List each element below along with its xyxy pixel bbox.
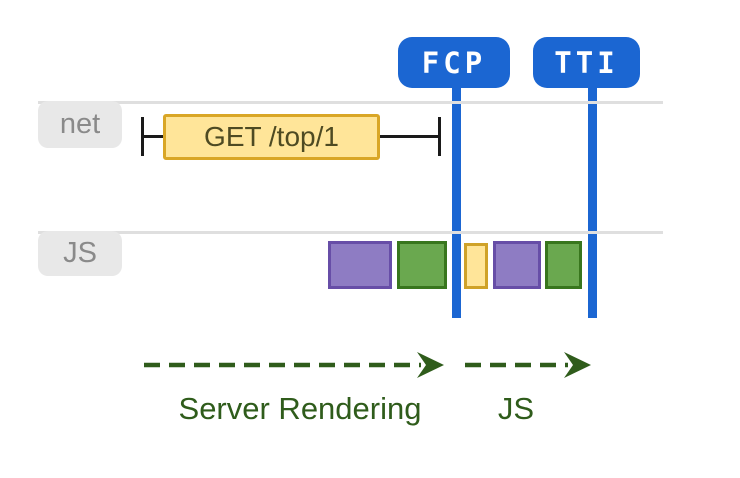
network-request-box: GET /top/1 bbox=[163, 114, 380, 160]
tti-marker-line bbox=[588, 84, 597, 318]
js-task-block-green bbox=[545, 241, 582, 289]
net-track-baseline bbox=[38, 101, 663, 104]
js-track-baseline bbox=[38, 231, 663, 234]
tti-badge: TTI bbox=[533, 37, 640, 88]
js-task-block-purple bbox=[328, 241, 392, 289]
js-task-block-green bbox=[397, 241, 447, 289]
js-task-block-purple bbox=[493, 241, 541, 289]
js-phase-label: JS bbox=[497, 391, 535, 426]
fcp-badge: FCP bbox=[398, 37, 510, 88]
js-task-block-yellow bbox=[464, 243, 488, 289]
request-duration-end-cap bbox=[438, 117, 441, 156]
net-track-label: net bbox=[38, 101, 122, 148]
request-duration-start-cap bbox=[141, 117, 144, 156]
fcp-marker-line bbox=[452, 84, 461, 318]
js-track-label: JS bbox=[38, 231, 122, 276]
js-phase-arrowhead bbox=[564, 352, 591, 378]
server-rendering-phase-label: Server Rendering bbox=[178, 391, 422, 426]
server-rendering-arrowhead bbox=[417, 352, 444, 378]
